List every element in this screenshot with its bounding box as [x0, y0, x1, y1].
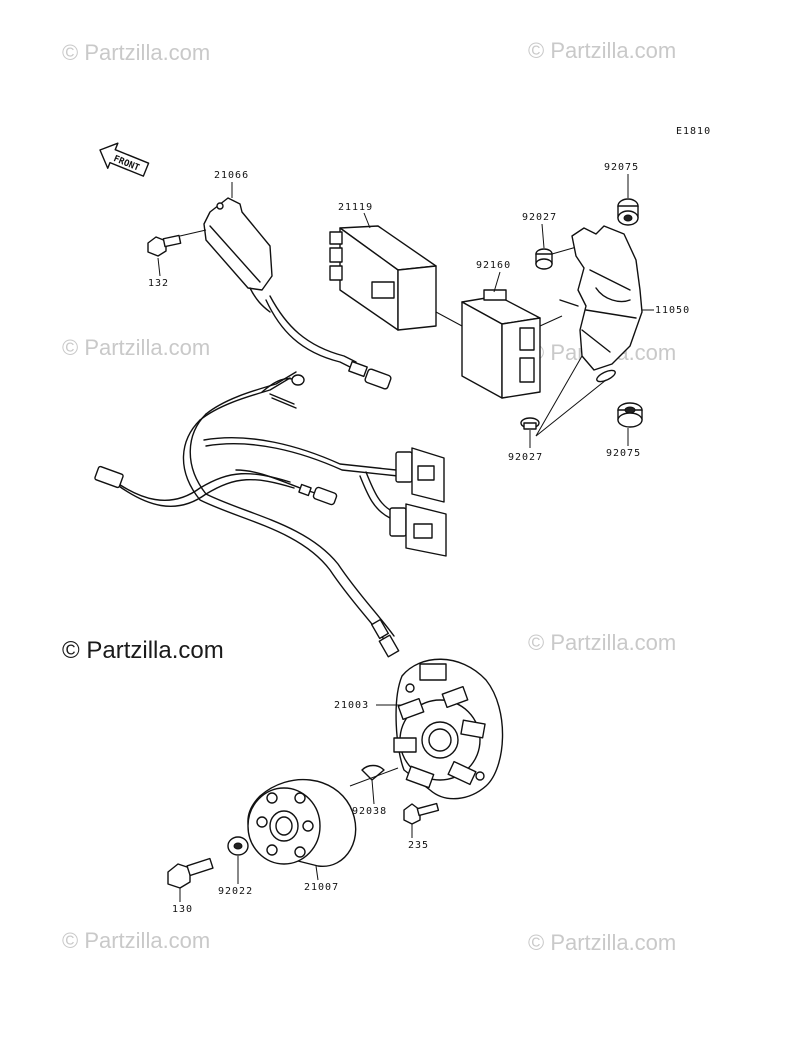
watermark: © Partzilla.com — [528, 38, 676, 63]
label-130: 130 — [172, 904, 193, 915]
label-92038: 92038 — [352, 806, 387, 817]
part-11050[interactable] — [559, 225, 643, 384]
label-92075-top: 92075 — [604, 162, 639, 173]
watermark: © Partzilla.com — [528, 930, 676, 955]
label-92027-bottom: 92027 — [508, 452, 543, 463]
watermark-main: © Partzilla.com — [62, 637, 224, 664]
watermark: © Partzilla.com — [62, 40, 210, 65]
label-92022: 92022 — [218, 886, 253, 897]
part-92038-key[interactable] — [349, 764, 399, 787]
label-132: 132 — [148, 278, 169, 289]
part-92075-top[interactable] — [617, 198, 639, 226]
label-92075-bottom: 92075 — [606, 448, 641, 459]
label-21007: 21007 — [304, 882, 339, 893]
part-130-bolt[interactable] — [167, 857, 214, 889]
label-21066: 21066 — [214, 170, 249, 181]
part-21119[interactable] — [329, 225, 437, 331]
part-92022-washer[interactable] — [227, 836, 249, 856]
part-92027-bottom[interactable] — [520, 417, 540, 430]
part-21007-flywheel[interactable] — [247, 778, 357, 867]
front-arrow-icon: FRONT — [99, 142, 150, 177]
diagram-code: E1810 — [676, 126, 711, 137]
part-92027-top[interactable] — [535, 245, 581, 270]
part-235-screw[interactable] — [403, 802, 440, 825]
part-132-bolt[interactable] — [147, 229, 207, 257]
wiring-harness — [94, 371, 447, 658]
label-11050: 11050 — [655, 305, 690, 316]
part-92160[interactable] — [461, 289, 541, 399]
watermark: © Partzilla.com — [62, 928, 210, 953]
label-21119: 21119 — [338, 202, 373, 213]
label-92160: 92160 — [476, 260, 511, 271]
watermark: © Partzilla.com — [528, 630, 676, 655]
part-21066[interactable] — [203, 197, 392, 390]
part-21003-stator[interactable] — [376, 658, 504, 800]
label-21003: 21003 — [334, 700, 369, 711]
label-92027-top: 92027 — [522, 212, 557, 223]
part-92075-bottom[interactable] — [617, 402, 643, 428]
watermark: © Partzilla.com — [62, 335, 210, 360]
label-235: 235 — [408, 840, 429, 851]
